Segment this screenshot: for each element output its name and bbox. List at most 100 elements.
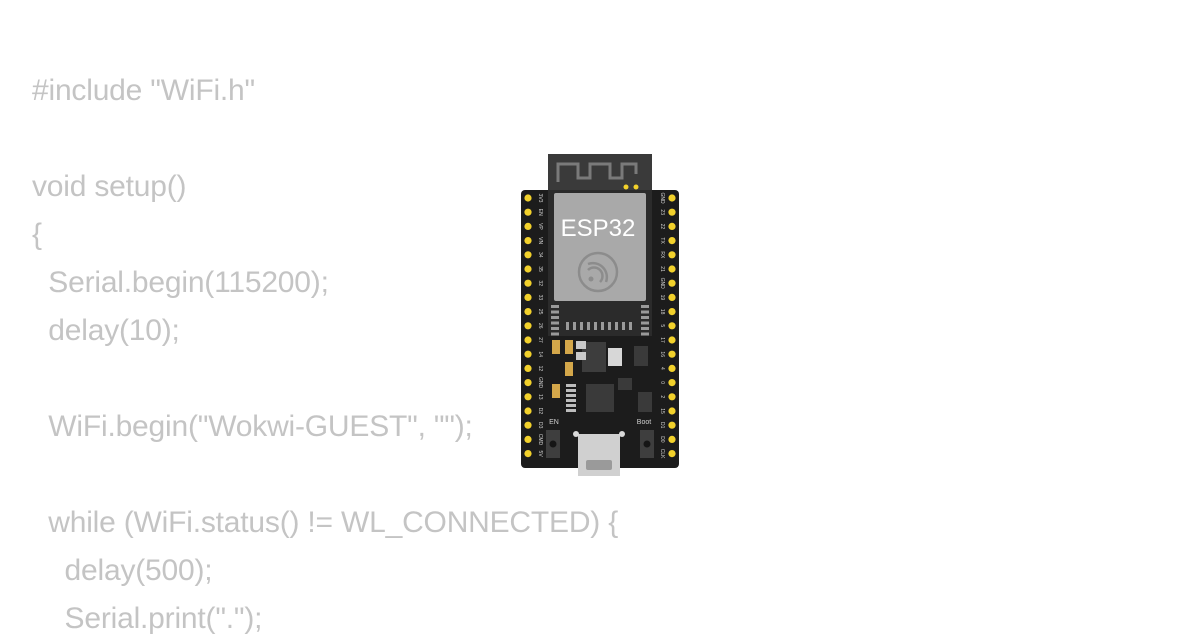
- header-pin: [668, 322, 676, 330]
- castellation-pad: [551, 321, 559, 325]
- code-line: void setup(): [32, 170, 187, 203]
- pin-label: 32: [537, 280, 543, 286]
- esp32-board-drawing: ESP32 EN Boot: [521, 154, 679, 476]
- usb-led: [619, 431, 625, 437]
- pin-label: 23: [659, 209, 665, 215]
- header-pin: [524, 222, 532, 230]
- pin-label: VP: [537, 223, 543, 230]
- castellation-pad: [551, 327, 559, 330]
- component: [634, 346, 648, 366]
- header-pin: [668, 237, 676, 245]
- pin-label: RX: [659, 251, 665, 259]
- smd-cap: [552, 340, 560, 354]
- pin-label: 21: [659, 266, 665, 272]
- castellation-pad: [566, 322, 569, 330]
- esp32-devkit-board: ESP32 EN Boot: [518, 152, 682, 478]
- code-line: Serial.print(".");: [32, 602, 263, 635]
- castellation-pad: [629, 322, 632, 330]
- pin-label: CLK: [659, 449, 665, 459]
- right-pin-header: [668, 194, 676, 458]
- pin-label: TX: [659, 237, 665, 244]
- header-pin: [524, 379, 532, 387]
- en-label: EN: [549, 419, 559, 426]
- header-pin: [524, 279, 532, 287]
- header-pin: [668, 350, 676, 358]
- smd-cap: [565, 340, 573, 354]
- pin-label: 17: [659, 337, 665, 343]
- code-line: delay(10);: [32, 314, 180, 347]
- pin-label: 25: [537, 309, 543, 315]
- code-line: {: [32, 218, 42, 251]
- led: [608, 348, 622, 366]
- code-line: #include "WiFi.h": [32, 74, 255, 107]
- header-pin: [668, 293, 676, 301]
- module-label: ESP32: [561, 215, 636, 242]
- header-pin: [524, 265, 532, 273]
- castellation-pad: [551, 305, 559, 308]
- castellation-pad: [641, 332, 649, 336]
- header-pin: [668, 194, 676, 202]
- pin-label: 35: [537, 266, 543, 272]
- pin-label: 13: [537, 394, 543, 400]
- pin-label: EN: [537, 209, 543, 216]
- antenna-pad: [623, 184, 629, 190]
- castellation-pad: [601, 322, 604, 330]
- code-line: Serial.begin(115200);: [32, 266, 329, 299]
- castellation-pad: [641, 310, 649, 314]
- smd-resistor: [566, 409, 576, 412]
- smd-resistor: [576, 352, 586, 360]
- castellation-pad: [551, 332, 559, 336]
- pin-label: 15: [659, 408, 665, 414]
- antenna-trace: [556, 162, 638, 182]
- smd-resistor: [576, 341, 586, 349]
- left-pin-labels: 3V3ENVPVN343532332526271412GND13D2D3CMD5…: [537, 194, 543, 458]
- castellation-pad: [641, 327, 649, 330]
- header-pin: [668, 435, 676, 443]
- boot-label: Boot: [637, 419, 651, 426]
- smd-resistor: [566, 399, 576, 402]
- header-pin: [524, 350, 532, 358]
- resistor-array: [566, 384, 576, 412]
- usb-port: [586, 460, 612, 470]
- pin-label: 0: [659, 381, 665, 384]
- header-pin: [524, 237, 532, 245]
- header-pin: [524, 322, 532, 330]
- en-button-cap: [549, 440, 557, 448]
- header-pin: [668, 222, 676, 230]
- header-pin: [668, 364, 676, 372]
- pin-label: VN: [537, 237, 543, 244]
- castellation-pad: [551, 316, 559, 319]
- header-pin: [668, 421, 676, 429]
- pin-label: 5V: [537, 451, 543, 458]
- header-pin: [524, 407, 532, 415]
- castellation-pad: [608, 322, 611, 330]
- pin-label: 18: [659, 309, 665, 315]
- pin-label: 22: [659, 224, 665, 230]
- castellation-pad: [551, 310, 559, 314]
- antenna-pad: [633, 184, 639, 190]
- castellation-pad: [580, 322, 583, 330]
- pin-label: 26: [537, 323, 543, 329]
- castellation-pad: [594, 322, 597, 330]
- pin-label: D0: [659, 436, 665, 443]
- code-line: WiFi.begin("Wokwi-GUEST", "");: [32, 410, 473, 443]
- header-pin: [524, 208, 532, 216]
- header-pin: [524, 308, 532, 316]
- module-castellations: [551, 305, 649, 336]
- pin-label: 14: [537, 351, 543, 357]
- header-pin: [668, 393, 676, 401]
- usb-uart-chip: [586, 384, 614, 412]
- pin-label: 16: [659, 351, 665, 357]
- smd-cap: [565, 362, 573, 376]
- pin-label: 12: [537, 366, 543, 372]
- castellation-pad: [641, 316, 649, 319]
- header-pin: [668, 279, 676, 287]
- smd-resistor: [566, 384, 576, 387]
- pin-label: 4: [659, 367, 665, 370]
- smd-resistor: [566, 389, 576, 392]
- header-pin: [524, 336, 532, 344]
- boot-button-cap: [643, 440, 651, 448]
- castellation-pad: [573, 322, 576, 330]
- header-pin: [668, 450, 676, 458]
